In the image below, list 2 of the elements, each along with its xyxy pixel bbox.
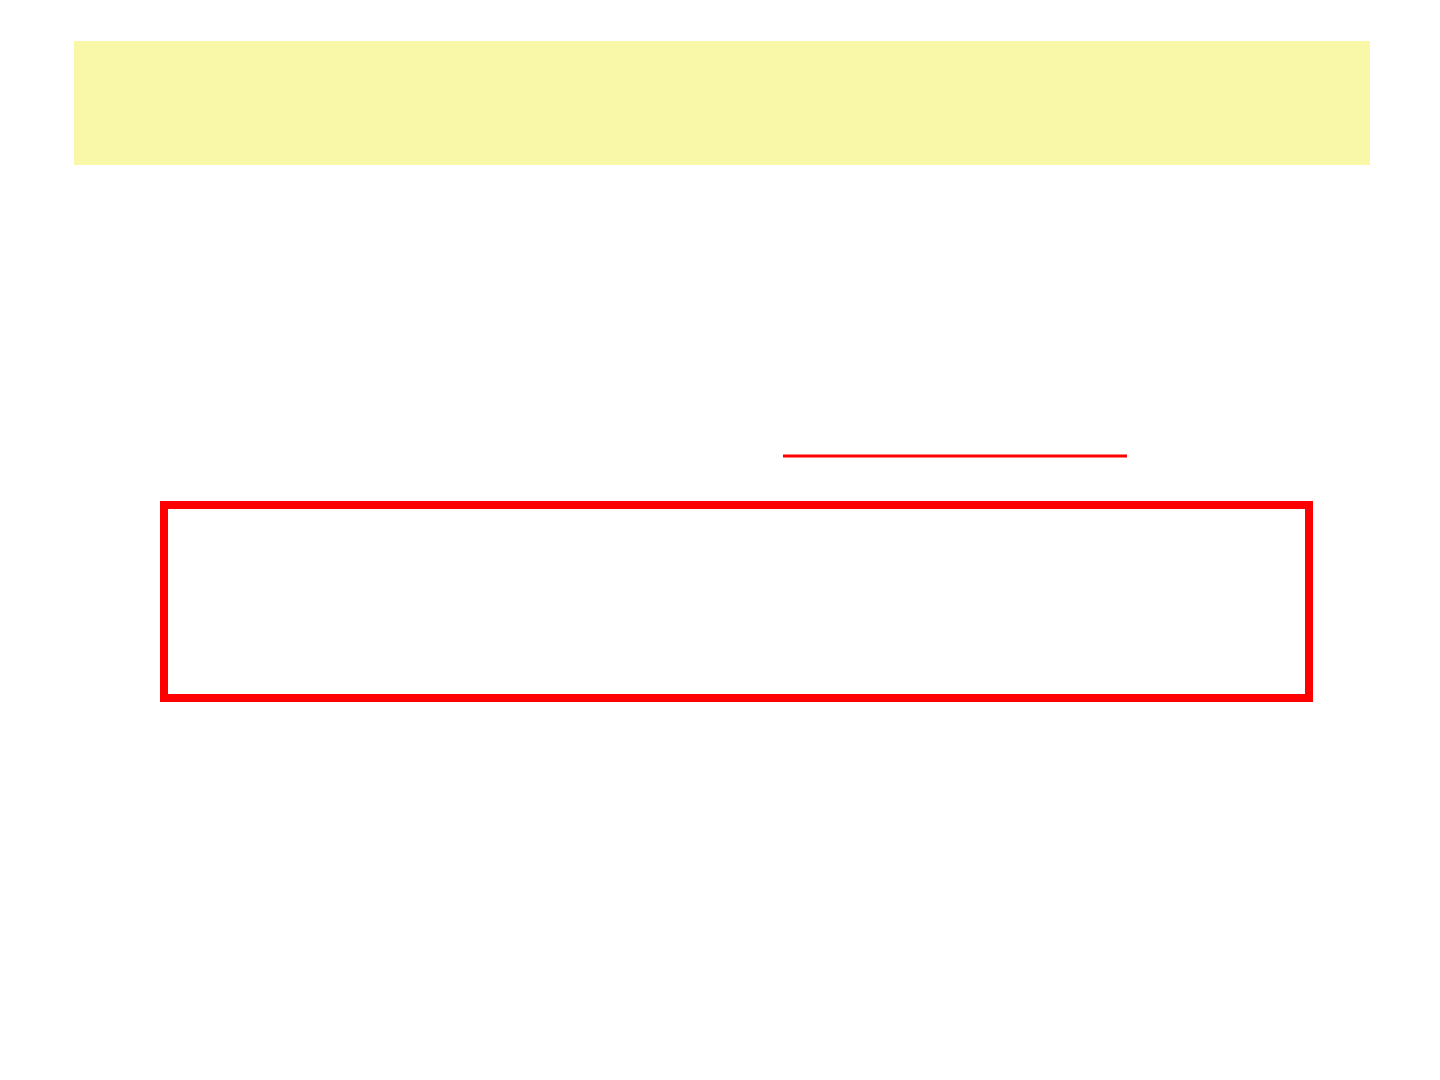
title-band: [74, 41, 1370, 165]
outline-box: [160, 501, 1313, 702]
